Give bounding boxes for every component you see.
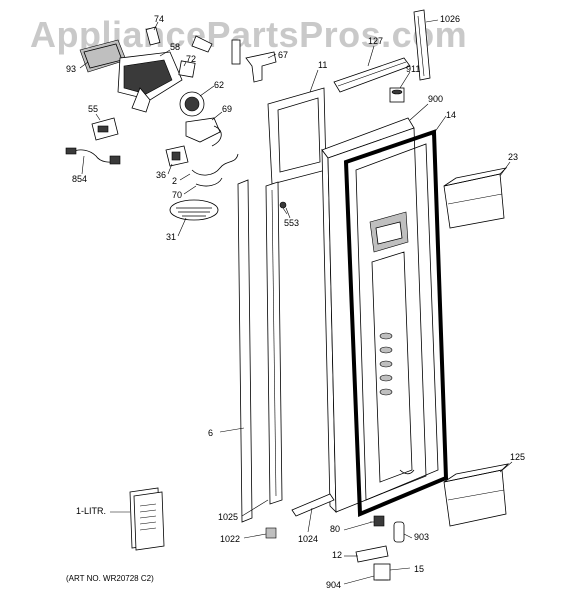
part-6-trim [237, 179, 253, 523]
callout-62: 62 [214, 80, 224, 90]
callout-74: 74 [154, 14, 164, 24]
callout-854: 854 [72, 174, 87, 184]
part-1026-channel [413, 9, 431, 81]
callout-80: 80 [330, 524, 340, 534]
callout-72: 72 [186, 54, 196, 64]
part-36-actuator [165, 145, 189, 167]
callout-labels: 74 58 93 72 62 67 55 854 36 2 70 69 31 5… [66, 14, 525, 590]
part-67-bracket [245, 51, 277, 83]
callout-1025: 1025 [218, 512, 238, 522]
part-904-hinge-pin [373, 563, 391, 581]
part-854-harness [65, 147, 121, 165]
door-hinge-wire [399, 469, 415, 475]
part-62-motor [179, 91, 205, 117]
callout-1-litr: 1-LITR. [76, 506, 106, 516]
callout-58: 58 [170, 42, 180, 52]
callout-23: 23 [508, 152, 518, 162]
callout-6: 6 [208, 428, 213, 438]
part-553-screw [279, 201, 288, 215]
part-911-bushing [389, 87, 405, 103]
part-72-gasket [178, 60, 196, 78]
callout-2: 2 [172, 176, 177, 186]
callout-1022: 1022 [220, 534, 240, 544]
part-31-grille [169, 199, 219, 221]
callout-15: 15 [414, 564, 424, 574]
callout-1026: 1026 [440, 14, 460, 24]
part-1-litr-manual [129, 487, 165, 551]
part-127-cap [333, 57, 411, 93]
door-shelf-bumps [379, 332, 393, 396]
callout-14: 14 [446, 110, 456, 120]
part-14-door-gasket [343, 129, 449, 517]
part-23-door-bin [443, 167, 508, 229]
part-80-bolt [370, 515, 385, 527]
callout-900: 900 [428, 94, 443, 104]
part-1025-trim [265, 181, 283, 505]
callout-55: 55 [88, 104, 98, 114]
art-number: (ART NO. WR20728 C2) [66, 574, 154, 583]
callout-903: 903 [414, 532, 429, 542]
part-12-hinge [355, 545, 389, 563]
callout-11: 11 [318, 60, 327, 70]
part-11-frame [267, 87, 327, 185]
part-70-wire [191, 153, 239, 187]
callout-127: 127 [368, 36, 383, 46]
callout-69: 69 [222, 104, 232, 114]
part-74-tab [145, 26, 161, 46]
callout-31: 31 [166, 232, 176, 242]
callout-125: 125 [510, 452, 525, 462]
part-1022-clip [265, 527, 277, 539]
part-1024-hinge-bar [291, 493, 335, 517]
part-top-clip [191, 35, 241, 65]
leader-lines [79, 19, 513, 585]
callout-36: 36 [156, 170, 166, 180]
callout-67: 67 [278, 50, 288, 60]
callout-553: 553 [284, 218, 299, 228]
part-58-housing [117, 51, 183, 113]
part-903-bushing [393, 521, 405, 543]
callout-70: 70 [172, 190, 182, 200]
part-125-door-bin [443, 463, 510, 527]
callout-1024: 1024 [298, 534, 318, 544]
callout-904: 904 [326, 580, 341, 590]
callout-911: 911 [406, 64, 420, 74]
callout-93: 93 [66, 64, 76, 74]
dispenser-recess [369, 211, 413, 483]
part-55-switch [91, 117, 119, 141]
callout-12: 12 [332, 550, 342, 560]
part-69-chute [185, 117, 222, 147]
